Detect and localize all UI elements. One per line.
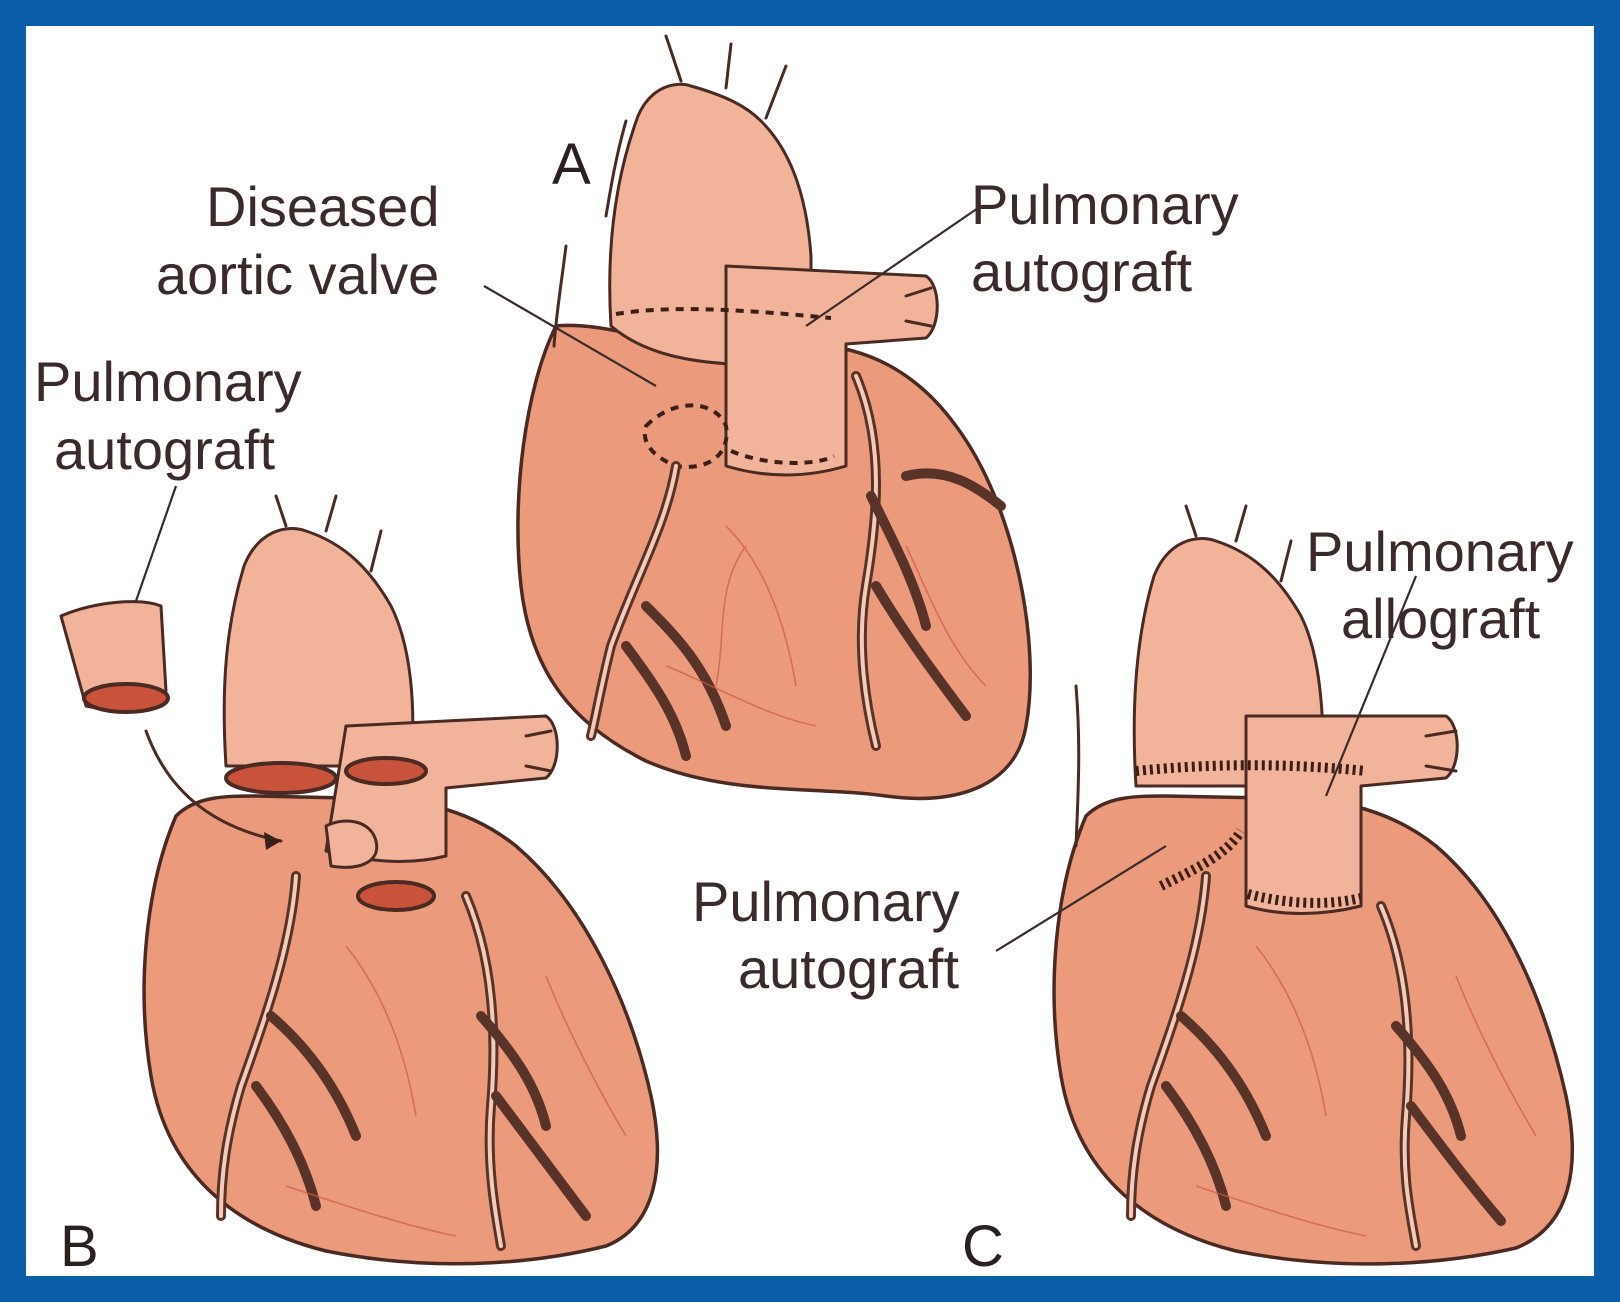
diagram-canvas: A (26, 26, 1594, 1276)
label-autograft-a-line1: Pulmonary (971, 173, 1239, 236)
label-autograft-b-line2: autograft (54, 418, 275, 481)
panel-label-c: C (962, 1214, 1004, 1276)
label-diseased-line2: aortic valve (156, 243, 439, 306)
panel-label-a: A (552, 132, 591, 197)
label-allograft-line1: Pulmonary (1306, 520, 1574, 583)
label-diseased-line1: Diseased (206, 175, 439, 238)
label-autograft-c-line1: Pulmonary (692, 870, 960, 933)
label-autograft-b-line1: Pulmonary (34, 350, 302, 413)
label-autograft-a-line2: autograft (971, 240, 1192, 303)
label-allograft-line2: allograft (1341, 587, 1541, 650)
heart-a: A (518, 36, 1030, 798)
ross-procedure-illustration: A (26, 26, 1594, 1276)
label-autograft-c-line2: autograft (738, 937, 959, 1000)
panel-label-b: B (60, 1214, 99, 1276)
leader-autograft-b (136, 486, 176, 601)
